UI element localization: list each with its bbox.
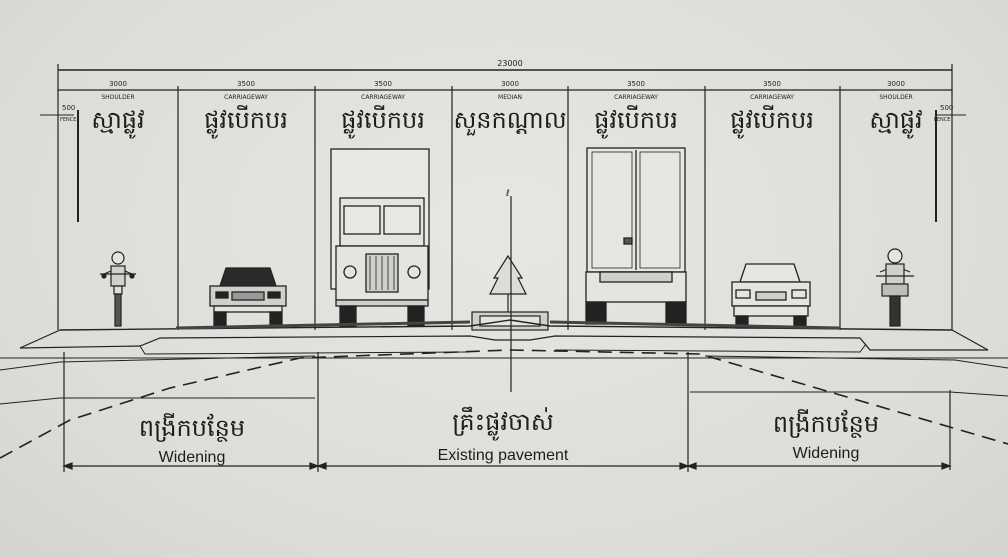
overall-dimension: 23000 (57, 59, 953, 92)
section-english-widening-left: Widening (159, 449, 226, 466)
lane-khmer-carriageway-1: ផ្លូវបើកបរ (204, 105, 288, 139)
subgrade-dashed-line (0, 349, 1008, 459)
truck-front-icon (330, 148, 430, 327)
edge-label-left: FENCE (60, 117, 76, 123)
lane-dim-shoulder-left: 3000 (109, 80, 127, 88)
lane-dim-labels: 3000 SHOULDER 3500 CARRIAGEWAY 3500 CARR… (101, 80, 912, 101)
edge-fence-left: 500 FENCE (40, 104, 79, 222)
road-surface (0, 319, 1008, 405)
section-khmer-widening-right: ពង្រីកបន្ថែម (773, 409, 879, 438)
edge-label-right: FENCE (934, 117, 950, 123)
car-left-icon (209, 267, 287, 327)
lane-dim-carriageway-4: 3500 (763, 80, 781, 88)
lane-label-carriageway-2: CARRIAGEWAY (361, 94, 405, 101)
car-right-icon (731, 263, 811, 329)
motorcycle-right-icon (876, 248, 914, 327)
section-english-widening-right: Widening (793, 445, 860, 462)
lane-dim-carriageway-2: 3500 (374, 80, 392, 88)
section-english-existing-pavement: Existing pavement (438, 447, 569, 464)
lane-label-shoulder-left: SHOULDER (101, 94, 134, 101)
lane-dim-carriageway-3: 3500 (627, 80, 645, 88)
lane-label-carriageway-1: CARRIAGEWAY (224, 94, 268, 101)
lane-khmer-shoulder-right: ស្មាផ្លូវ (869, 106, 922, 139)
lane-label-carriageway-3: CARRIAGEWAY (614, 94, 658, 101)
lane-dim-median: 3000 (501, 80, 519, 88)
lane-dim-carriageway-1: 3500 (237, 80, 255, 88)
lane-dividers (57, 86, 953, 330)
lane-label-shoulder-right: SHOULDER (879, 94, 912, 101)
lane-khmer-carriageway-3: ផ្លូវបើកបរ (594, 105, 678, 139)
section-khmer-widening-left: ពង្រីកបន្ថែម (139, 413, 245, 442)
edge-dim-left: 500 (62, 104, 75, 112)
section-khmer-existing-pavement: គ្រឹះផ្លូវចាស់ (452, 406, 553, 441)
section-boundaries (62, 352, 952, 472)
lane-dim-shoulder-right: 3000 (887, 80, 905, 88)
motorcycle-left-icon (100, 251, 136, 327)
lane-khmer-carriageway-4: ផ្លូវបើកបរ (730, 105, 814, 139)
lane-khmer-names: ស្មាផ្លូវ ផ្លូវបើកបរ ផ្លូវបើកបរ សួនកណ្តា… (91, 105, 922, 139)
truck-rear-icon (585, 147, 687, 325)
lane-khmer-shoulder-left: ស្មាផ្លូវ (91, 106, 144, 139)
edge-fence-right: 500 FENCE (934, 104, 966, 222)
edge-dim-right: 500 (940, 104, 953, 112)
lane-khmer-median: សួនកណ្តាល (453, 106, 566, 136)
lane-label-median: MEDIAN (498, 94, 522, 101)
lane-label-carriageway-4: CARRIAGEWAY (750, 94, 794, 101)
svg-text:ℓ: ℓ (505, 189, 510, 199)
lane-khmer-carriageway-2: ផ្លូវបើកបរ (341, 105, 425, 139)
overall-width-text: 23000 (497, 59, 522, 68)
section-labels: ពង្រីកបន្ថែម Widening គ្រឹះផ្លូវចាស់ Exi… (139, 406, 879, 466)
centerline-axis: ℓ (505, 189, 512, 392)
median-tree-icon (471, 254, 549, 331)
